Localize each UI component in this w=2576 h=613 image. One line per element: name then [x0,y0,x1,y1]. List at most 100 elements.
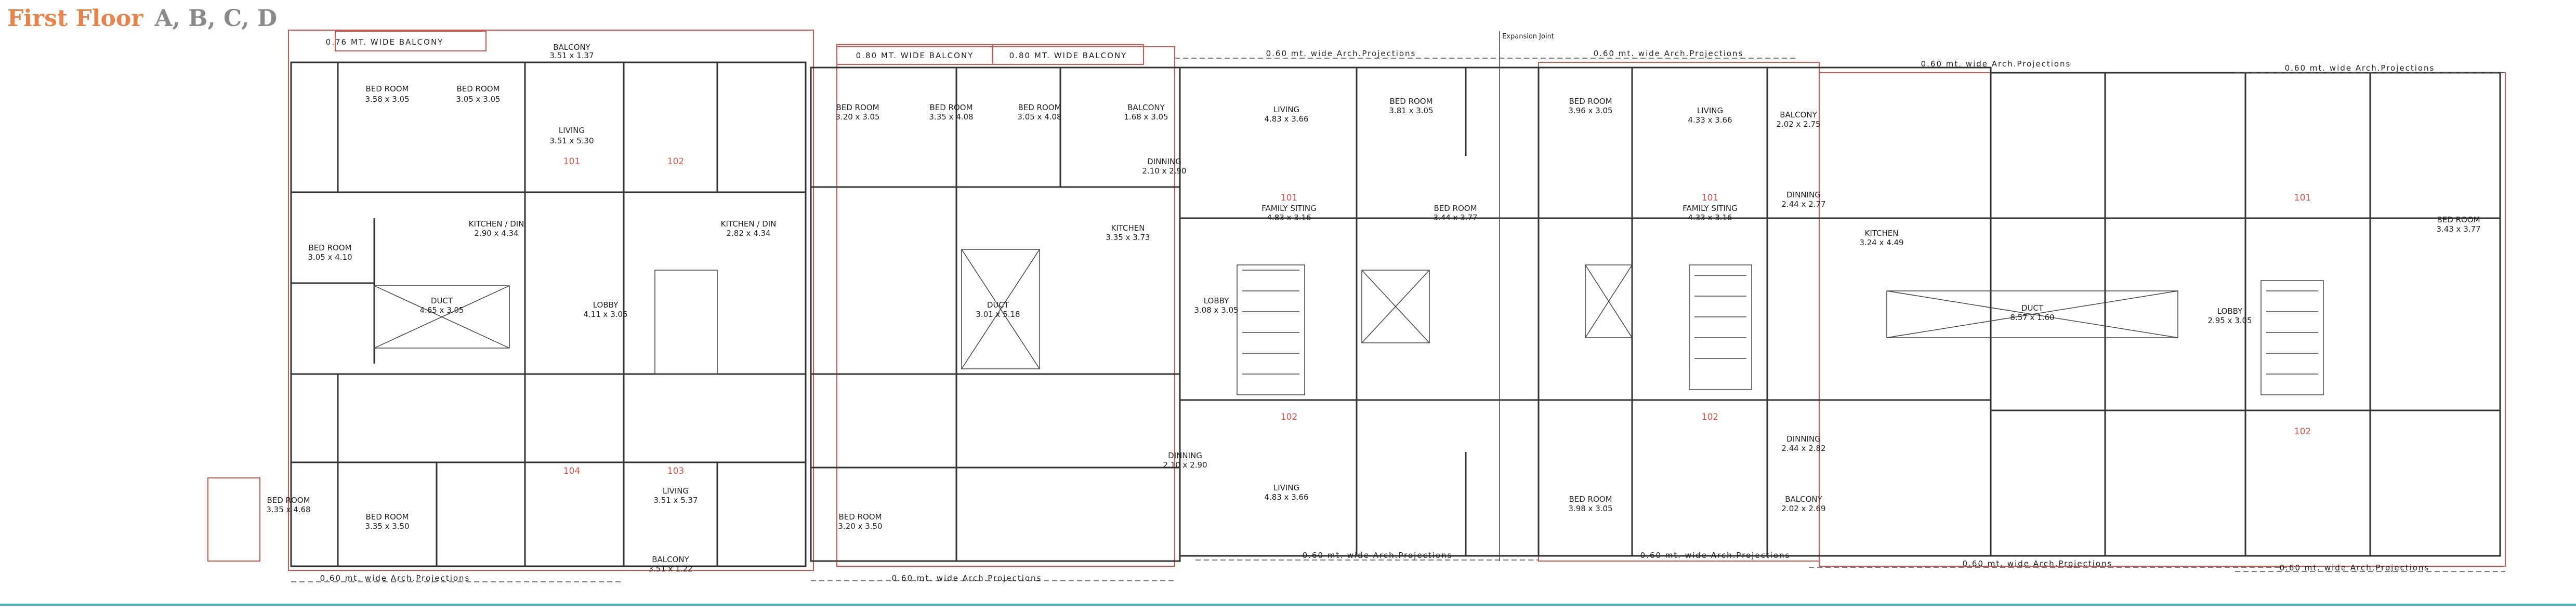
svg-text:4.11 x 3.05: 4.11 x 3.05 [583,310,627,319]
svg-text:LOBBY: LOBBY [2217,306,2243,316]
svg-text:3.96 x 3.05: 3.96 x 3.05 [1568,106,1612,115]
projection-label-top-4: 0.60 mt. wide Arch.Projections [2285,63,2435,73]
svg-text:BED ROOM: BED ROOM [1434,204,1477,213]
svg-text:3.51 x 5.30: 3.51 x 5.30 [549,136,594,145]
svg-text:KITCHEN: KITCHEN [1865,229,1899,238]
building-blocks: A, B, C, D [154,5,278,32]
flat-number-102: 102 [667,156,684,167]
projection-outlines [207,30,2506,571]
svg-text:3.05 x 4.10: 3.05 x 4.10 [308,252,352,262]
svg-text:3.35 x 4.08: 3.35 x 4.08 [929,112,973,122]
svg-text:KITCHEN: KITCHEN [1111,223,1145,233]
svg-text:2.95 x 3.05: 2.95 x 3.05 [2207,316,2252,325]
projection-label-bottom-5: 0.60 mt. wide Arch.Projections [1963,559,2113,568]
projection-label-bottom-6: 0.60 mt. wide Arch.Projections [2280,563,2430,572]
svg-text:2.10 x 2.90: 2.10 x 2.90 [1142,166,1186,176]
projection-label-bottom-3: 0.60 mt. wide Arch.Projections [1303,551,1453,560]
projection-label-bottom-4: 0.60 mt. wide Arch.Projections [1640,551,1791,560]
svg-text:LIVING: LIVING [663,486,689,496]
svg-text:3.08 x 3.05: 3.08 x 3.05 [1194,305,1238,315]
svg-text:FAMILY SITING: FAMILY SITING [1261,204,1317,213]
svg-text:3.35 x 4.68: 3.35 x 4.68 [266,505,310,514]
svg-text:3.05 x 3.05: 3.05 x 3.05 [456,95,500,104]
bottom-rule [0,604,2576,606]
svg-text:4.33 x 3.66: 4.33 x 3.66 [1688,115,1732,125]
svg-text:3.35 x 3.73: 3.35 x 3.73 [1106,233,1150,242]
svg-text:2.10 x 2.90: 2.10 x 2.90 [1163,460,1207,470]
svg-text:BED ROOM: BED ROOM [1569,97,1612,106]
svg-text:BED ROOM: BED ROOM [838,512,882,522]
svg-text:BED ROOM: BED ROOM [456,84,500,94]
svg-text:3.58 x 3.05: 3.58 x 3.05 [365,95,409,104]
svg-text:3.05 x 4.08: 3.05 x 4.08 [1017,112,1061,122]
svg-text:4.65 x 3.05: 4.65 x 3.05 [419,305,464,315]
block-d-walls [1537,66,1992,557]
svg-text:BALCONY: BALCONY [553,43,590,52]
svg-text:2.02 x 2.69: 2.02 x 2.69 [1781,504,1825,513]
flat-number-101-c: 101 [1702,193,1718,203]
flat-number-102-d: 102 [2294,427,2311,437]
svg-text:4.83 x 3.66: 4.83 x 3.66 [1264,114,1308,124]
svg-text:3.81 x 3.05: 3.81 x 3.05 [1389,106,1433,115]
svg-text:BALCONY: BALCONY [1127,103,1165,112]
flat-number-102-b: 102 [1281,412,1297,422]
svg-text:3.51 x 1.22: 3.51 x 1.22 [648,564,692,574]
svg-text:LIVING: LIVING [1273,483,1299,492]
svg-text:BALCONY: BALCONY [652,555,689,564]
svg-text:2.44 x 2.77: 2.44 x 2.77 [1781,199,1825,209]
svg-text:2.90 x 4.34: 2.90 x 4.34 [474,229,518,238]
svg-text:3.35 x 3.50: 3.35 x 3.50 [365,522,409,531]
svg-text:3.98 x 3.05: 3.98 x 3.05 [1568,504,1612,513]
svg-text:DINNING: DINNING [1786,190,1821,199]
svg-text:3.20 x 3.50: 3.20 x 3.50 [838,522,882,531]
svg-text:8.57 x 1.60: 8.57 x 1.60 [2010,313,2054,322]
svg-text:BED ROOM: BED ROOM [929,103,972,112]
svg-text:KITCHEN / DIN: KITCHEN / DIN [469,219,524,229]
svg-text:BALCONY: BALCONY [1785,495,1822,504]
projection-label-top-3: 0.60 mt. wide Arch.Projections [1921,59,2071,69]
svg-text:DINNING: DINNING [1168,451,1202,460]
expansion-joint-label: Expansion Joint [1502,33,1554,41]
svg-text:DUCT: DUCT [987,300,1009,310]
svg-text:KITCHEN / DIN: KITCHEN / DIN [721,219,777,229]
svg-text:BED ROOM: BED ROOM [1018,103,1061,112]
svg-text:2.02 x 2.75: 2.02 x 2.75 [1776,119,1820,129]
svg-text:DINNING: DINNING [1147,157,1181,166]
block-a-walls [290,61,807,567]
svg-text:LIVING: LIVING [559,126,585,135]
projection-label-top-2: 0.60 mt. wide Arch.Projections [1594,49,1744,58]
svg-text:4.83 x 3.66: 4.83 x 3.66 [1264,492,1308,502]
svg-text:LOBBY: LOBBY [593,300,619,310]
svg-text:4.83 x 3.16: 4.83 x 3.16 [1267,213,1311,222]
svg-text:3.51 x 1.37: 3.51 x 1.37 [549,51,594,60]
